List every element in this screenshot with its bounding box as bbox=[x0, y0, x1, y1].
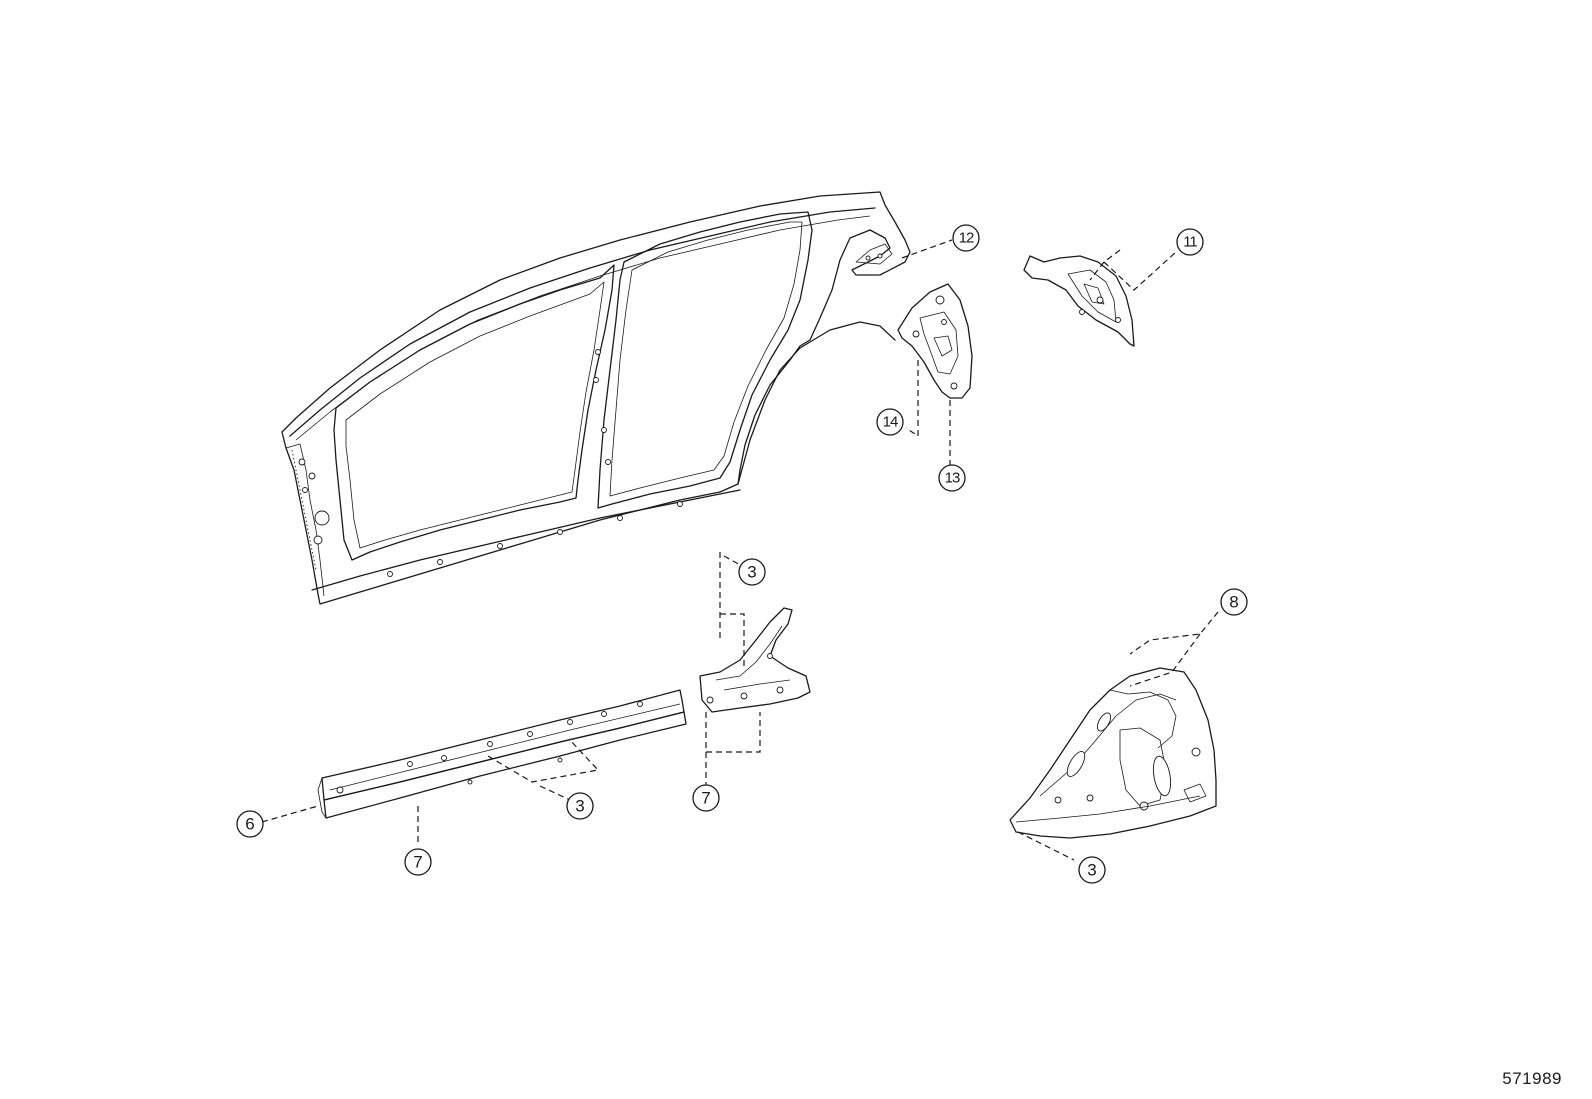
callout-7-pillar-label: 7 bbox=[701, 789, 710, 808]
callout-3-housing-label: 3 bbox=[1087, 861, 1096, 880]
callout-14[interactable]: 14 bbox=[876, 408, 904, 436]
callout-6-label: 6 bbox=[245, 815, 254, 834]
callout-3-sill[interactable]: 3 bbox=[566, 792, 594, 820]
callout-11[interactable]: 11 bbox=[1176, 228, 1204, 256]
front-wheel-apron-housing bbox=[1009, 667, 1217, 839]
side-outer-panel bbox=[281, 191, 911, 605]
leader-lines bbox=[261, 239, 1219, 861]
callout-7-sill[interactable]: 7 bbox=[404, 848, 432, 876]
callout-8-label: 8 bbox=[1229, 593, 1238, 612]
rocker-sill-panel bbox=[317, 689, 687, 819]
center-pillar-lower-reinforcement bbox=[699, 607, 811, 713]
callout-7-sill-label: 7 bbox=[413, 853, 422, 872]
callout-3-housing[interactable]: 3 bbox=[1078, 856, 1106, 884]
callout-14-label: 14 bbox=[883, 414, 898, 431]
figure-id: 571989 bbox=[1502, 1069, 1562, 1088]
callout-3-top-label: 3 bbox=[747, 563, 756, 582]
callout-12[interactable]: 12 bbox=[952, 224, 980, 252]
callout-8[interactable]: 8 bbox=[1220, 588, 1248, 616]
quarter-wheel-housing-outer-rear bbox=[1023, 255, 1135, 347]
callout-13[interactable]: 13 bbox=[938, 464, 966, 492]
callout-12-label: 12 bbox=[959, 230, 974, 247]
callout-3-sill-label: 3 bbox=[575, 797, 584, 816]
callout-6[interactable]: 6 bbox=[236, 810, 264, 838]
callout-3-top[interactable]: 3 bbox=[738, 558, 766, 586]
quarter-panel-reinforcement bbox=[897, 283, 973, 399]
callout-7-pillar[interactable]: 7 bbox=[692, 784, 720, 812]
callout-11-label: 11 bbox=[1183, 234, 1197, 251]
callout-13-label: 13 bbox=[945, 470, 960, 487]
